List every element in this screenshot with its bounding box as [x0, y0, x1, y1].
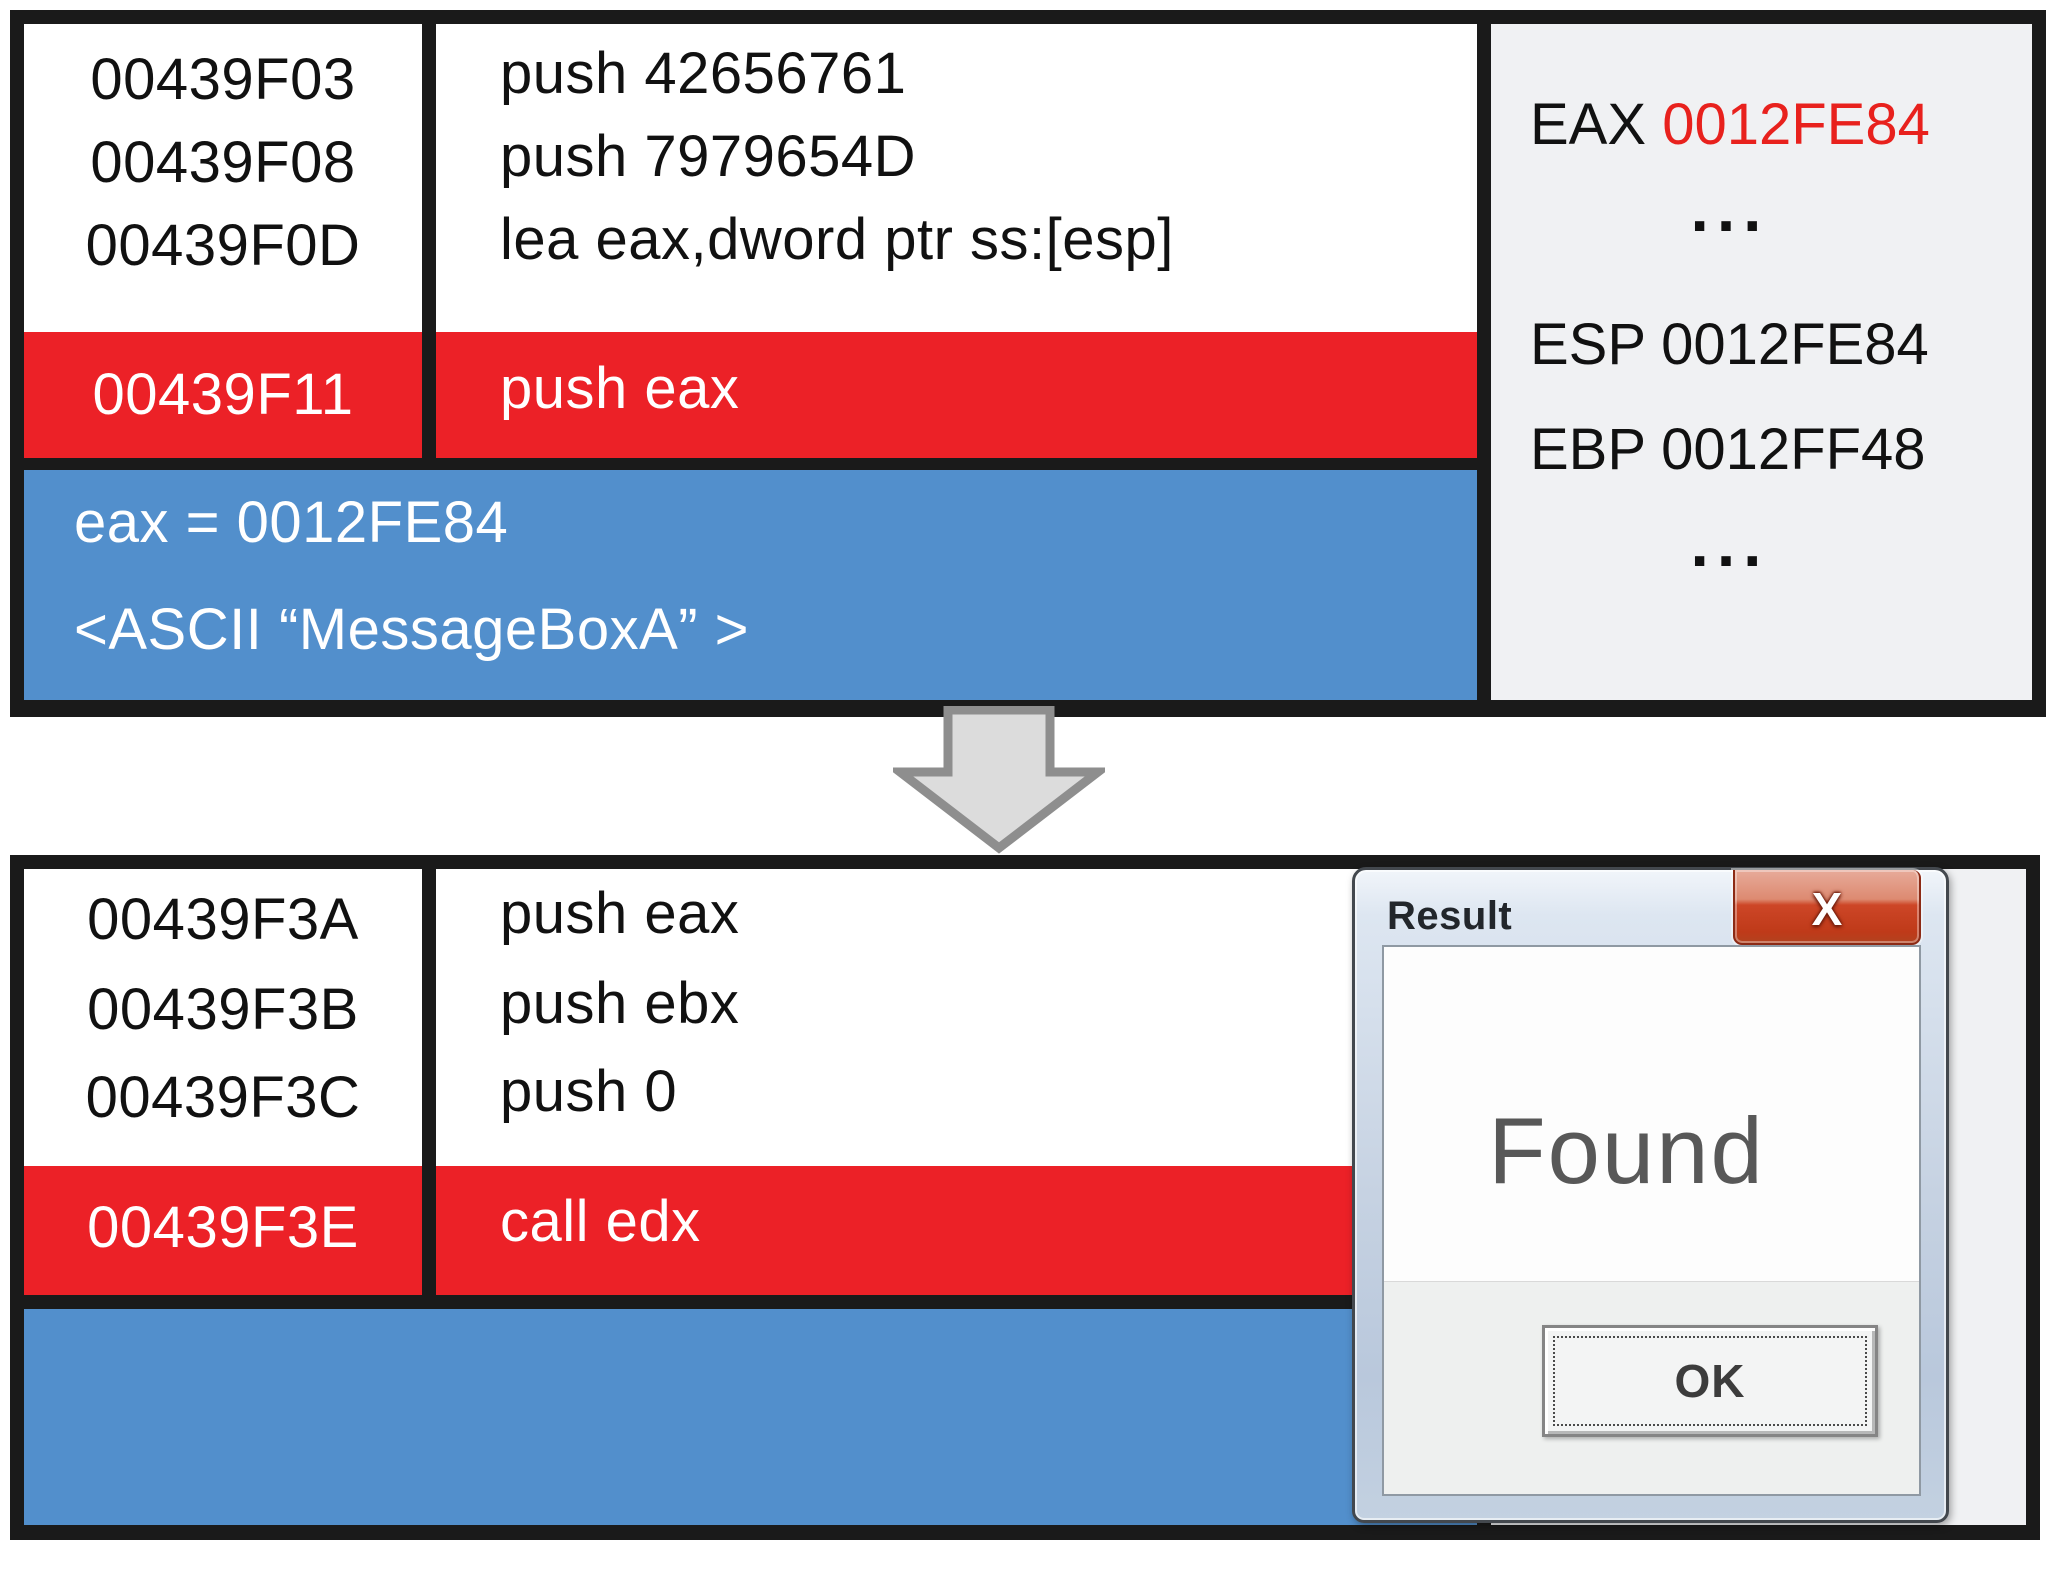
- register-ebp-label: EBP: [1530, 417, 1646, 482]
- register-eax-value: 0012FE84: [1662, 92, 1930, 157]
- top-info-pane: [24, 470, 1477, 700]
- ok-button[interactable]: OK: [1542, 1325, 1878, 1437]
- top-address-column: [24, 24, 422, 332]
- result-message-box: Result X Found OK: [1352, 867, 1949, 1523]
- top-highlight-row-instruction-bg: [436, 332, 1477, 458]
- dialog-content-area: Found OK: [1382, 945, 1921, 1496]
- top-instruction-column: [436, 24, 1477, 332]
- address-row: 00439F0D: [85, 213, 361, 278]
- address-row-highlighted: 00439F3E: [87, 1195, 359, 1260]
- instruction-row: push 7979654D: [500, 124, 917, 189]
- register-ellipsis: ...: [1690, 171, 1770, 245]
- top-highlight-row-address-bg: [24, 332, 422, 458]
- top-register-pane: [1491, 24, 2032, 700]
- address-row: 00439F3C: [85, 1065, 361, 1130]
- bottom-info-pane: [24, 1309, 1477, 1525]
- close-button[interactable]: X: [1733, 870, 1921, 945]
- register-ebp: EBP 0012FF48: [1530, 416, 1926, 484]
- bottom-instruction-column: [436, 869, 1477, 1166]
- instruction-row: push 0: [500, 1059, 678, 1124]
- flow-down-arrow-icon: [893, 706, 1105, 854]
- address-row: 00439F3A: [87, 887, 359, 952]
- register-esp-value: 0012FE84: [1661, 312, 1929, 377]
- address-row-highlighted: 00439F11: [92, 362, 354, 427]
- instruction-row: lea eax,dword ptr ss:[esp]: [500, 207, 1174, 272]
- dialog-title: Result: [1387, 894, 1513, 938]
- ok-button-focus-rect: [1553, 1336, 1867, 1426]
- info-line-ascii-string: <ASCII “MessageBoxA” >: [74, 597, 750, 662]
- address-row: 00439F03: [90, 47, 356, 112]
- bottom-address-column: [24, 869, 422, 1166]
- bottom-highlight-row-instruction-bg: [436, 1166, 1477, 1295]
- instruction-row-highlighted: call edx: [500, 1189, 701, 1254]
- ok-button-label: OK: [1674, 1355, 1746, 1407]
- info-line-eax-value: eax = 0012FE84: [74, 490, 509, 555]
- instruction-row: push 42656761: [500, 41, 907, 106]
- register-esp-label: ESP: [1530, 312, 1646, 377]
- register-esp: ESP 0012FE84: [1530, 311, 1929, 379]
- dialog-message-text: Found: [1488, 1098, 1765, 1203]
- instruction-row: push ebx: [500, 971, 740, 1036]
- address-row: 00439F3B: [87, 977, 359, 1042]
- register-ellipsis: ...: [1690, 506, 1770, 580]
- close-x-icon: X: [1811, 883, 1843, 935]
- top-disassembly-panel: 00439F03 00439F08 00439F0D 00439F11 push…: [10, 10, 2046, 717]
- register-eax-label: EAX: [1530, 92, 1647, 157]
- address-row: 00439F08: [90, 130, 356, 195]
- register-ebp-value: 0012FF48: [1661, 417, 1926, 482]
- register-eax: EAX 0012FE84: [1530, 91, 1930, 159]
- bottom-highlight-row-address-bg: [24, 1166, 422, 1295]
- instruction-row: push eax: [500, 881, 740, 946]
- instruction-row-highlighted: push eax: [500, 356, 740, 421]
